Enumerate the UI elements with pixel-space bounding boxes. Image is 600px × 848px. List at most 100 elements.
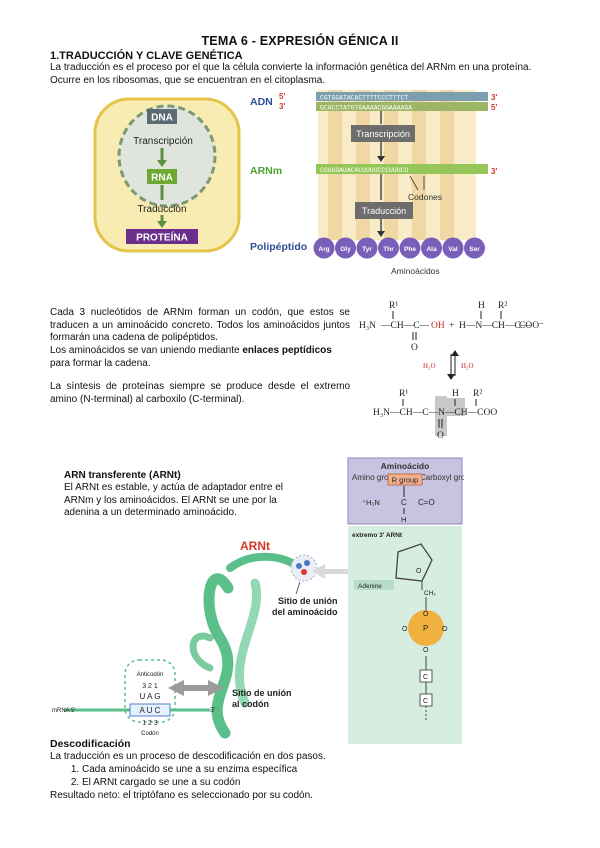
translation-label: Traducción: [137, 204, 186, 215]
transcription-box: [351, 125, 415, 142]
transcription-label: Transcripción: [133, 136, 193, 147]
svg-text:C: C: [423, 698, 428, 705]
svg-text:mRNA 5': mRNA 5': [52, 708, 75, 714]
dna-top-seq: CGTGGATACACTTTTCCCTTTCT: [320, 95, 408, 102]
codones-label: Codones: [408, 192, 442, 202]
section-heading: 1.TRADUCCIÓN Y CLAVE GENÉTICA: [50, 50, 243, 62]
mrna-seq: CGUGGAUACACUUUUCCCUUUCU: [320, 167, 408, 174]
svg-text:H: H: [478, 301, 485, 311]
dna-bottom-seq: GCACCTATGTGAAAACGGAAAAGA: [320, 105, 412, 112]
svg-text:COO⁻: COO⁻: [519, 321, 544, 331]
aminoacid-box: [347, 457, 463, 525]
svg-text:H₃N: H₃N: [359, 321, 376, 331]
dna-label: DNA: [151, 113, 173, 124]
double-arrow: [168, 680, 224, 696]
nucleus: [117, 104, 217, 208]
codon-binding-site-label: Sitio de unión al codón: [232, 688, 294, 709]
amino-acid-bead: [421, 237, 442, 259]
amino-acid-label: Ser: [469, 246, 480, 253]
decoding-step: El ARNt cargado se une a su codón: [82, 777, 297, 790]
phosphate-circle: [408, 610, 444, 646]
decoding-intro: La traducción es un proceso de descodifi…: [50, 751, 326, 762]
dna-five-prime: 5': [279, 92, 285, 101]
dna-right-five: 5': [491, 103, 497, 112]
svg-text:Carboxyl group: Carboxyl group: [420, 473, 464, 482]
trna-label: ARNt: [240, 539, 270, 553]
svg-text:O: O: [411, 343, 418, 353]
svg-text:Anticodón: Anticodón: [137, 672, 164, 678]
mrna-strand: [316, 164, 488, 174]
svg-text:R²: R²: [498, 301, 507, 311]
amino-acid-bead: [442, 237, 464, 259]
aminoacid-trna-end-diagram: Aminoácido Amino group Carboxyl group R …: [347, 457, 464, 744]
svg-text:1 2 3: 1 2 3: [142, 720, 158, 727]
dna-right-three: 3': [491, 93, 497, 102]
svg-text:H₂O: H₂O: [423, 362, 436, 370]
flow-translation-label: Traducción: [362, 206, 406, 216]
svg-text:P: P: [423, 624, 428, 633]
amino-acid-bead: [356, 237, 378, 259]
trna-helix-side: [234, 578, 262, 708]
trna-heading: ARN transferente (ARNt): [64, 470, 181, 481]
svg-text:R¹: R¹: [389, 301, 398, 311]
amino-acid-label: Gly: [340, 246, 351, 253]
aa-binding-site-label: Sitio de unión del aminoácido: [272, 596, 340, 617]
svg-text:H: H: [452, 389, 459, 399]
arnm-label: ARNm: [250, 165, 282, 177]
dna-strand-top: [316, 92, 488, 101]
page-title: TEMA 6 - EXPRESIÓN GÉNICA II: [201, 34, 399, 48]
svg-text:R²: R²: [473, 389, 482, 399]
svg-text:H₂O: H₂O: [461, 362, 474, 370]
codon-paragraph: Cada 3 nucleótidos de ARNm forman un cod…: [50, 307, 350, 344]
svg-text:O: O: [423, 647, 429, 654]
decoding-heading: Descodificación: [50, 738, 131, 750]
svg-text:+: +: [449, 321, 454, 331]
trna-paragraph: El ARNt es estable, y actúa de adaptador…: [64, 482, 284, 519]
rna-label: RNA: [151, 173, 173, 184]
adn-label: ADN: [250, 96, 273, 108]
svg-text:C: C: [401, 498, 407, 507]
mrna-three-prime: 3': [491, 167, 497, 176]
svg-text:—CH—C—: —CH—C—: [380, 321, 430, 331]
decoding-result: Resultado neto: el triptófano es selecci…: [50, 790, 313, 801]
svg-text:H: H: [401, 515, 406, 524]
svg-text:H₃N—CH—C—N—CH—COO: H₃N—CH—C—N—CH—COO: [373, 408, 497, 418]
amino-acid-bead: [464, 237, 485, 259]
svg-text:3': 3': [210, 707, 215, 714]
amino-acid-label: Tyr: [362, 246, 372, 253]
ribose-ring: [395, 543, 433, 582]
svg-text:Adenine: Adenine: [358, 583, 382, 590]
svg-text:O: O: [423, 611, 429, 618]
aminoacidos-label: Aminoácidos: [391, 266, 440, 276]
svg-text:3 2 1: 3 2 1: [142, 683, 158, 690]
peptide-bond-term: enlaces peptídicos: [242, 345, 332, 356]
dna-three-prime: 3': [279, 102, 285, 111]
amino-acid-label: Thr: [383, 246, 394, 253]
amino-acid-bead: [399, 237, 421, 259]
polipeptido-label: Polipéptido: [250, 241, 307, 253]
svg-text:Aminoácido: Aminoácido: [381, 461, 430, 471]
dna-strand-bottom: [316, 102, 488, 111]
svg-text:⁺H₃N: ⁺H₃N: [362, 498, 380, 507]
svg-text:OH: OH: [431, 321, 445, 331]
svg-text:Codón: Codón: [141, 731, 159, 737]
svg-text:Amino group: Amino group: [352, 473, 398, 482]
svg-text:CH₂: CH₂: [424, 590, 436, 597]
amino-acid-label: Arg: [318, 246, 329, 253]
trna-structure-diagram: ARNt Sitio de unión del aminoácido Antic…: [52, 539, 348, 739]
cell-diagram: DNA Transcripción RNA Traducción PROTEÍN…: [93, 97, 241, 253]
peptide-bond-diagram: R¹ H R² H₃N —CH—C— OH + H—N—CH—C— COO⁻ O…: [359, 301, 544, 441]
protein-box: [126, 229, 198, 244]
arrow-to-aminoacid: [312, 564, 348, 579]
peptide-bond-paragraph: Los aminoácidos se van uniendo mediante …: [50, 345, 332, 369]
amino-acid-label: Val: [448, 246, 458, 253]
protein-label: PROTEÍNA: [136, 231, 188, 244]
rna-box: [147, 169, 177, 184]
svg-text:O: O: [416, 568, 422, 575]
intro-paragraph: La traducción es el proceso por el que l…: [50, 62, 532, 86]
acceptor-end: [290, 554, 318, 582]
amino-acid-bead: [313, 237, 335, 259]
svg-text:O: O: [402, 626, 408, 633]
synthesis-direction-paragraph: La síntesis de proteínas siempre se prod…: [50, 381, 350, 405]
